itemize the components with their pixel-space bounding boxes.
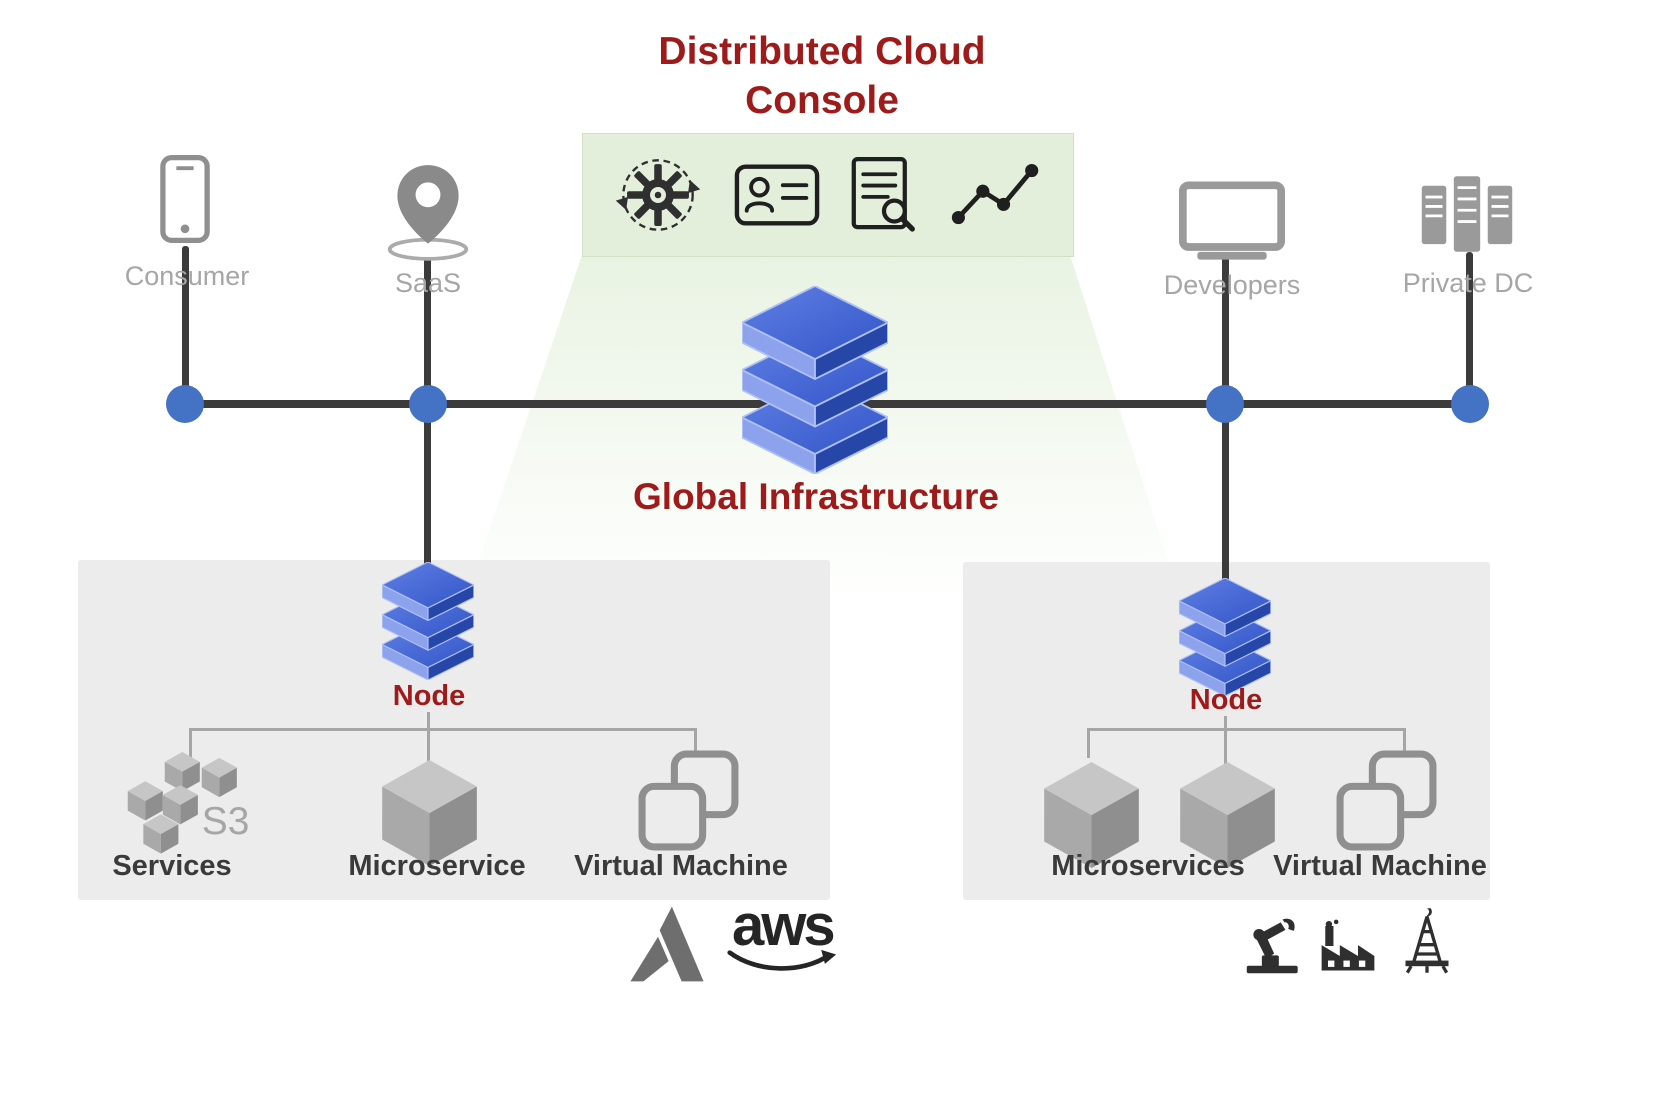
global-infrastructure-label: Global Infrastructure — [633, 476, 999, 517]
aws-wordmark: aws — [732, 893, 836, 958]
left-node-label: Node — [392, 680, 466, 712]
s3-label: S3 — [202, 800, 250, 843]
left-tree-drop-vm — [694, 728, 697, 756]
virtual-machine-label-left: Virtual Machine — [574, 850, 788, 882]
right-node-stack-icon — [1179, 578, 1271, 696]
identity-card-icon — [734, 164, 820, 226]
developers-connector-line — [1222, 252, 1229, 404]
network-node-dot-saas — [409, 385, 447, 423]
consumer-connector-line — [182, 246, 189, 404]
network-node-dot-private-dc — [1451, 385, 1489, 423]
aws-smile-icon — [727, 949, 837, 971]
saas-label: SaaS — [394, 268, 462, 298]
smartphone-icon — [160, 155, 210, 243]
virtual-machine-label-right: Virtual Machine — [1273, 850, 1487, 882]
private-dc-label: Private DC — [1402, 268, 1534, 298]
services-label: Services — [112, 850, 232, 882]
right-tree-branch-line — [1088, 728, 1406, 731]
virtual-machine-icon-left — [638, 750, 739, 851]
audit-log-icon — [851, 156, 916, 232]
right-node-label: Node — [1189, 684, 1263, 716]
right-tree-drop-vm — [1403, 728, 1406, 754]
location-pin-icon — [387, 165, 469, 261]
microservices-label: Microservices — [1051, 850, 1245, 882]
monitor-icon — [1178, 181, 1286, 260]
factory-icon — [1321, 919, 1375, 971]
s3-cubes-icon: S3 — [127, 752, 250, 854]
server-rack-icon — [1421, 176, 1513, 252]
developers-label: Developers — [1163, 270, 1301, 300]
right-tree-trunk-line — [1224, 716, 1227, 764]
page-title: Distributed Cloud Console — [502, 28, 1142, 126]
network-node-dot-developers — [1206, 385, 1244, 423]
page-title-line1: Distributed Cloud — [658, 30, 986, 73]
oil-rig-icon — [1405, 908, 1449, 974]
virtual-machine-icon-right — [1336, 750, 1437, 851]
robot-arm-icon — [1246, 918, 1298, 974]
network-node-dot-consumer — [166, 385, 204, 423]
operations-gear-icon — [616, 159, 701, 231]
private-dc-connector-line — [1466, 252, 1473, 404]
distributed-cloud-console-panel — [582, 133, 1074, 257]
right-tree-drop-microservices — [1087, 728, 1090, 758]
right-node-connector-line — [1222, 404, 1229, 594]
consumer-label: Consumer — [124, 261, 250, 291]
page-title-line2: Console — [745, 78, 899, 122]
left-node-connector-line — [424, 404, 431, 579]
azure-logo — [630, 906, 704, 982]
left-tree-trunk-line — [427, 712, 430, 764]
left-tree-drop-services — [189, 728, 192, 758]
saas-connector-line — [424, 258, 431, 404]
global-infrastructure-stack-icon — [742, 286, 888, 474]
analytics-graph-icon — [951, 163, 1038, 225]
left-tree-branch-line — [190, 728, 696, 731]
left-node-stack-icon — [382, 562, 474, 680]
microservice-label: Microservice — [348, 850, 526, 882]
